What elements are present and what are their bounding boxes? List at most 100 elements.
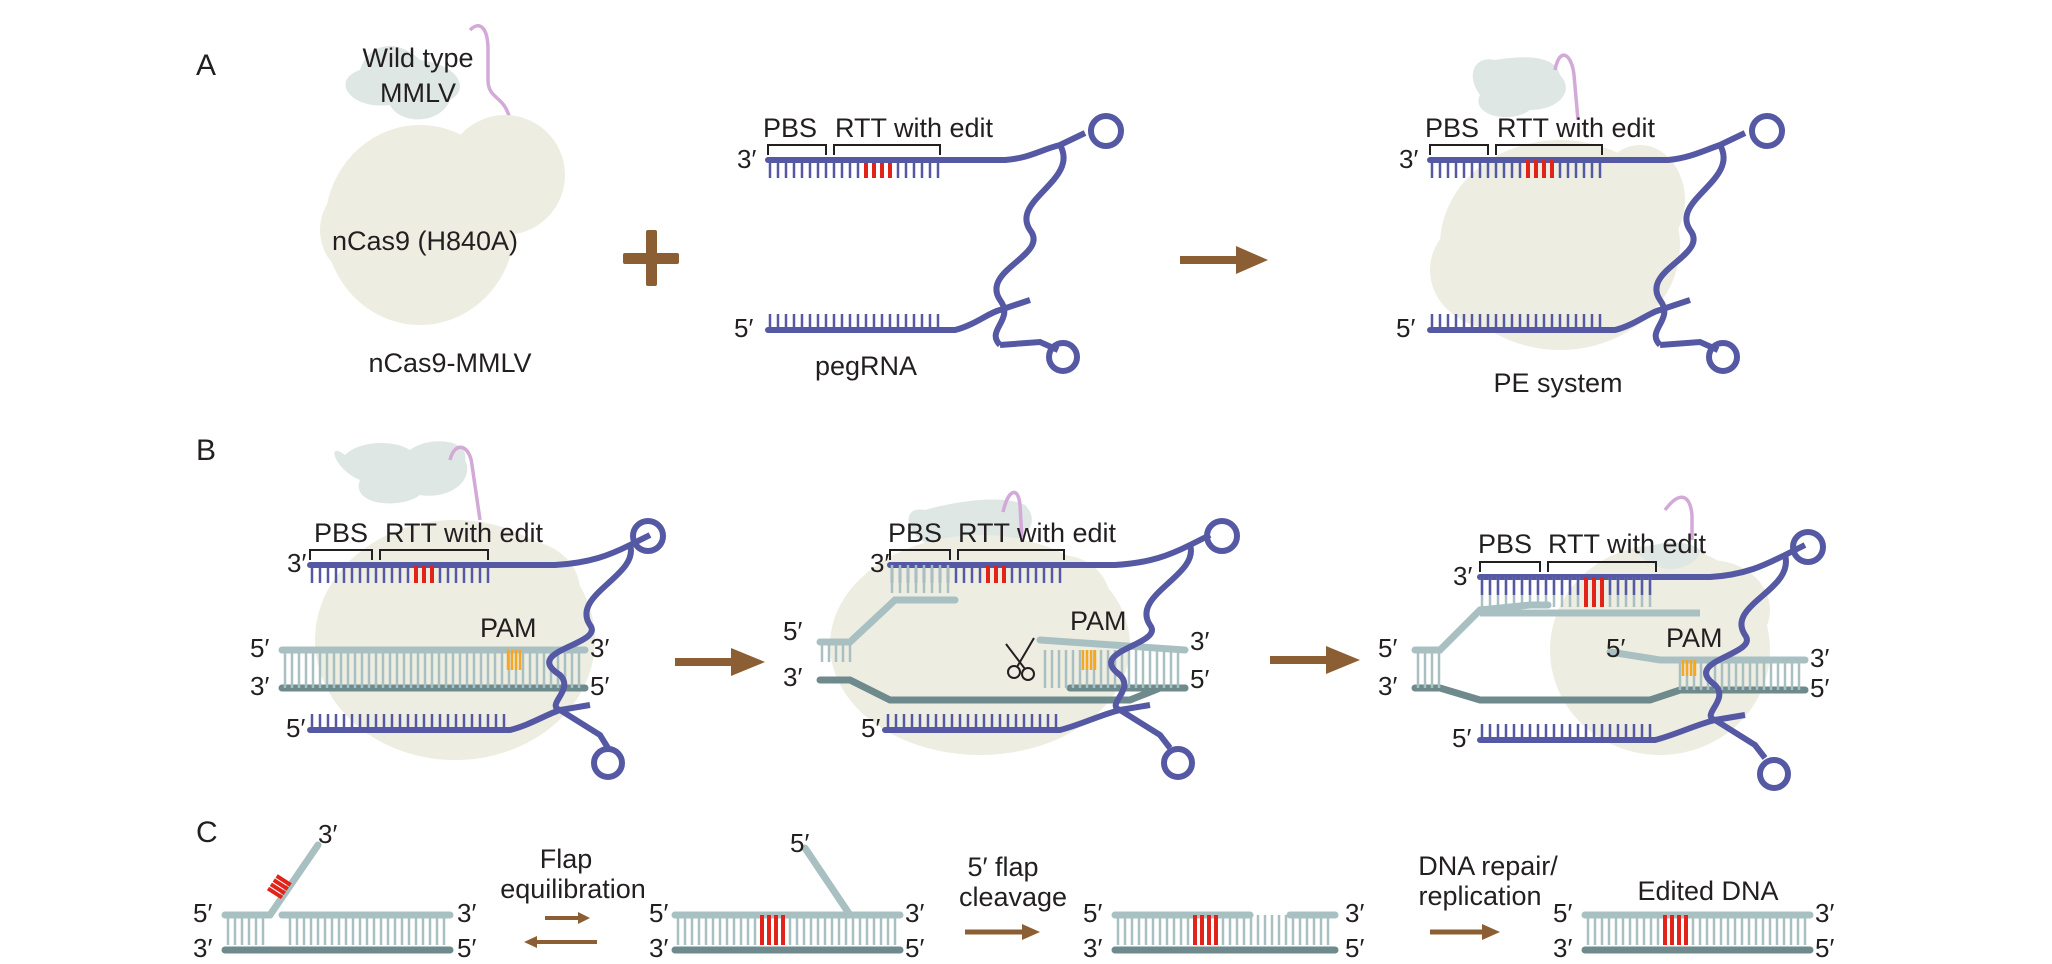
edit-base — [266, 886, 284, 900]
flap-cleavage-line2: cleavage — [959, 882, 1067, 912]
flap-cleavage-line1: 5′ flap — [967, 852, 1038, 882]
b1-pam-label: PAM — [480, 613, 537, 643]
pegrna-structure — [765, 113, 1124, 374]
pe-system-label: PE system — [1493, 368, 1622, 398]
pegrna-5prime: 5′ — [734, 313, 753, 343]
b2-rtt-label: RTT with edit — [958, 518, 1117, 548]
ncas9-label: nCas9 (H840A) — [332, 226, 518, 256]
b3-rtt-bracket — [1547, 561, 1657, 572]
c4-top-3prime: 3′ — [1815, 898, 1834, 928]
c1-top-3prime: 3′ — [457, 898, 476, 928]
c3-top-3prime: 3′ — [1345, 898, 1364, 928]
flap-equilibration-line2: equilibration — [500, 874, 646, 904]
c4-top-5prime: 5′ — [1553, 898, 1572, 928]
pbs-label: PBS — [763, 113, 817, 143]
rtt-bracket — [833, 144, 941, 155]
b1-bot-3prime: 3′ — [250, 671, 269, 701]
pe-5prime: 5′ — [1396, 313, 1415, 343]
b3-rtt-label: RTT with edit — [1548, 529, 1707, 559]
c-step2-dna — [671, 844, 904, 954]
b-step2-dna — [816, 596, 1189, 704]
edit-base — [272, 878, 289, 891]
c-step4-edited-dna — [1581, 911, 1814, 954]
b2-peg-5prime: 5′ — [861, 713, 880, 743]
c2-top-3prime: 3′ — [905, 898, 924, 928]
b2-top-5prime: 5′ — [783, 616, 802, 646]
plus-icon — [623, 230, 679, 286]
c1-bot-5prime: 5′ — [457, 933, 476, 963]
scissors-icon — [1005, 637, 1035, 681]
c4-bot-3prime: 3′ — [1553, 933, 1572, 963]
dna-repair-line1: DNA repair/ — [1418, 851, 1558, 881]
edit-base — [269, 882, 286, 895]
pbs-bracket — [767, 144, 827, 155]
b2-rtt-bracket — [957, 549, 1065, 560]
b2-top-3prime: 3′ — [1190, 626, 1209, 656]
b1-top-5prime: 5′ — [250, 633, 269, 663]
b1-pbs-bracket — [309, 549, 373, 560]
b2-bot-5prime: 5′ — [1190, 664, 1209, 694]
c4-bot-5prime: 5′ — [1815, 933, 1834, 963]
b3-peg-3prime: 3′ — [1453, 561, 1472, 591]
pe-system-complex — [1427, 53, 1785, 374]
pe-rtt-label: RTT with edit — [1497, 113, 1656, 143]
pegrna-3prime: 3′ — [737, 144, 756, 174]
b3-peg-5prime: 5′ — [1452, 723, 1471, 753]
dna-repair-line2: replication — [1418, 881, 1541, 911]
b3-pbs-bracket — [1479, 561, 1541, 572]
pegrna-label: pegRNA — [815, 351, 917, 381]
c1-flap-3prime: 3′ — [318, 819, 337, 849]
b3-top-5prime: 5′ — [1378, 633, 1397, 663]
b2-pam-label: PAM — [1070, 606, 1127, 636]
panel-label-a: A — [196, 49, 216, 82]
b1-top-3prime: 3′ — [590, 633, 609, 663]
c1-top-5prime: 5′ — [193, 898, 212, 928]
b2-bot-3prime: 3′ — [783, 662, 802, 692]
rtt-label: RTT with edit — [835, 113, 994, 143]
pe-3prime: 3′ — [1399, 144, 1418, 174]
c-step1-dna — [221, 841, 454, 954]
c3-bot-3prime: 3′ — [1083, 933, 1102, 963]
b-step1-dna — [278, 646, 589, 692]
b3-bot-3prime: 3′ — [1378, 671, 1397, 701]
b2-pbs-bracket — [889, 549, 951, 560]
edited-dna-label: Edited DNA — [1637, 876, 1778, 906]
edit-base — [275, 874, 292, 887]
b2-peg-3prime: 3′ — [870, 548, 889, 578]
equilibrium-arrows-icon — [524, 912, 597, 948]
b3-top-3prime: 3′ — [1810, 643, 1829, 673]
fusion-label: nCas9-MMLV — [368, 348, 531, 378]
c2-flap-5prime: 5′ — [790, 828, 809, 858]
c-arrow-2 — [965, 924, 1040, 940]
pe-pbs-label: PBS — [1425, 113, 1479, 143]
b3-pam-label: PAM — [1666, 623, 1723, 653]
c1-bot-3prime: 3′ — [193, 933, 212, 963]
b1-peg-3prime: 3′ — [287, 548, 306, 578]
ncas9-mmlv-protein — [320, 24, 565, 325]
c2-top-5prime: 5′ — [649, 898, 668, 928]
b1-bot-5prime: 5′ — [590, 671, 609, 701]
b1-pbs-label: PBS — [314, 518, 368, 548]
right-arrow-icon — [1180, 246, 1268, 274]
c2-bot-3prime: 3′ — [649, 933, 668, 963]
b-step3-dna — [1411, 601, 1809, 704]
b1-peg-5prime: 5′ — [286, 713, 305, 743]
b2-pbs-label: PBS — [888, 518, 942, 548]
b-arrow-1 — [675, 648, 765, 676]
b1-rtt-bracket — [379, 549, 489, 560]
panel-label-c: C — [196, 816, 218, 849]
c2-bot-5prime: 5′ — [905, 933, 924, 963]
b3-pbs-label: PBS — [1478, 529, 1532, 559]
c3-top-5prime: 5′ — [1083, 898, 1102, 928]
c3-bot-5prime: 5′ — [1345, 933, 1364, 963]
mmlv-label: MMLV — [380, 78, 456, 108]
c-step3-dna — [1111, 911, 1339, 954]
flap-equilibration-line1: Flap — [540, 844, 593, 874]
pe-pbs-bracket — [1429, 144, 1489, 155]
b1-rtt-label: RTT with edit — [385, 518, 544, 548]
b-step1-pegrna — [307, 518, 666, 780]
spacer-bases — [768, 314, 940, 330]
wild-type-label: Wild type — [362, 43, 473, 73]
b-step2-pegrna — [882, 518, 1240, 780]
